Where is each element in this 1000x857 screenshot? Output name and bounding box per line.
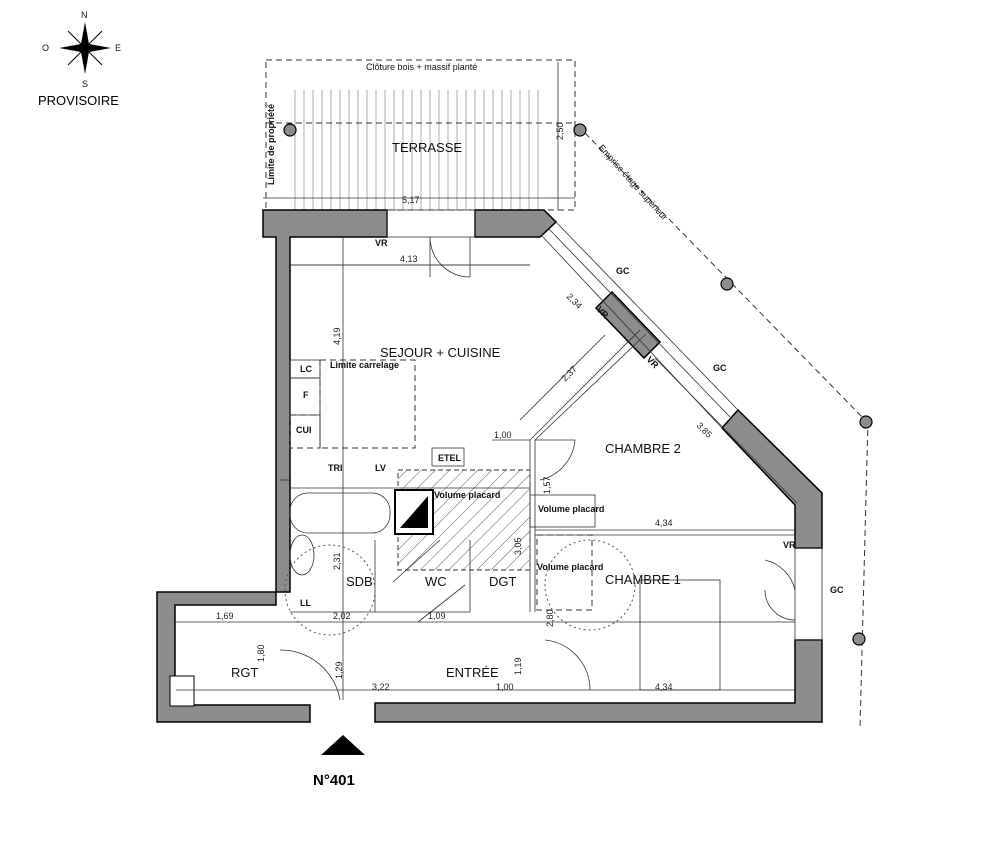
entrance-arrow-icon [321, 735, 365, 755]
dimension-label: 1,80 [256, 644, 266, 662]
terrace-fence-outline [265, 59, 576, 211]
dimension-label: 1,00 [496, 682, 514, 692]
dimension-label: 4,19 [332, 327, 342, 345]
dimension-label: 1,29 [334, 661, 344, 679]
placard-label: Volume placard [434, 490, 500, 500]
compass-rose-icon [59, 22, 111, 74]
room-label-dgt: DGT [489, 574, 517, 589]
fixture-cui: CUI [296, 425, 312, 435]
interior-partitions [175, 236, 796, 701]
opening-gc: GC [713, 363, 727, 373]
property-limit-label: Limite de propriété [266, 104, 276, 185]
dimension-label: 1,57 [542, 476, 552, 494]
placard-label: Volume placard [537, 562, 603, 572]
tree-icon [852, 632, 866, 646]
opening-vr: VR [783, 540, 796, 550]
room-label-wc: WC [425, 574, 447, 589]
dimension-label: 4,34 [655, 518, 673, 528]
dimension-label: 5,17 [402, 195, 420, 205]
dimension-label: 1,00 [494, 430, 512, 440]
dimension-label: 2,34 [565, 291, 584, 310]
dimension-label: 4,34 [655, 682, 673, 692]
opening-vr: VR [645, 354, 661, 370]
dimension-label: 3,22 [372, 682, 390, 692]
opening-gc: GC [830, 585, 844, 595]
room-label-sdb: SDB [346, 574, 373, 589]
fixture-f: F [303, 390, 309, 400]
tree-icon [859, 415, 873, 429]
fixture-lc: LC [300, 364, 312, 374]
room-label-chambre-1: CHAMBRE 1 [605, 572, 681, 587]
compass-east: E [115, 43, 121, 53]
upper-floor-outline-right [859, 419, 869, 729]
upper-floor-outline [584, 132, 866, 421]
dimension-label: 2,80 [545, 609, 555, 627]
dimension-label: 2,50 [555, 122, 565, 140]
dimension-label: 2,02 [333, 611, 351, 621]
compass-south: S [82, 79, 88, 89]
dimension-label: 1,19 [513, 657, 523, 675]
room-label-rgt: RGT [231, 665, 259, 680]
tree-icon [720, 277, 734, 291]
room-label-chambre-2: CHAMBRE 2 [605, 441, 681, 456]
glazing [386, 209, 823, 641]
room-label-sejour: SEJOUR + CUISINE [380, 345, 501, 360]
fixture-lv: LV [375, 463, 386, 473]
dimension-label: 4,13 [400, 254, 418, 264]
upper-floor-label: Emprise étage supérieur [597, 143, 670, 223]
status-label: PROVISOIRE [38, 93, 119, 108]
dimension-lines [263, 62, 798, 504]
tile-limit-label: Limite carrelage [330, 360, 399, 370]
opening-gc: GC [616, 266, 630, 276]
dimension-label: 1,69 [216, 611, 234, 621]
tree-icon [573, 123, 587, 137]
terrace-decking [294, 90, 539, 210]
fixture-etel: ETEL [438, 453, 462, 463]
fixture-ll: LL [300, 598, 311, 608]
compass-west: O [42, 43, 49, 53]
opening-vr: VR [375, 238, 388, 248]
fixture-tri: TRI [328, 463, 343, 473]
compass-north: N [81, 10, 88, 20]
dimension-label: 2,31 [332, 552, 342, 570]
dimension-label: 2,37 [559, 364, 578, 383]
unit-number: N°401 [313, 772, 355, 789]
dimension-label: 1,09 [428, 611, 446, 621]
room-label-entree: ENTRÉE [446, 665, 499, 680]
fence-label: Clôture bois + massif planté [366, 62, 477, 72]
dimension-label: 3,85 [695, 420, 714, 439]
tree-icon [283, 123, 297, 137]
dimension-label: 3,05 [513, 537, 523, 555]
dashed-furniture-outlines [284, 359, 721, 691]
room-label-terrasse: TERRASSE [392, 140, 462, 155]
placard-label: Volume placard [538, 504, 604, 514]
